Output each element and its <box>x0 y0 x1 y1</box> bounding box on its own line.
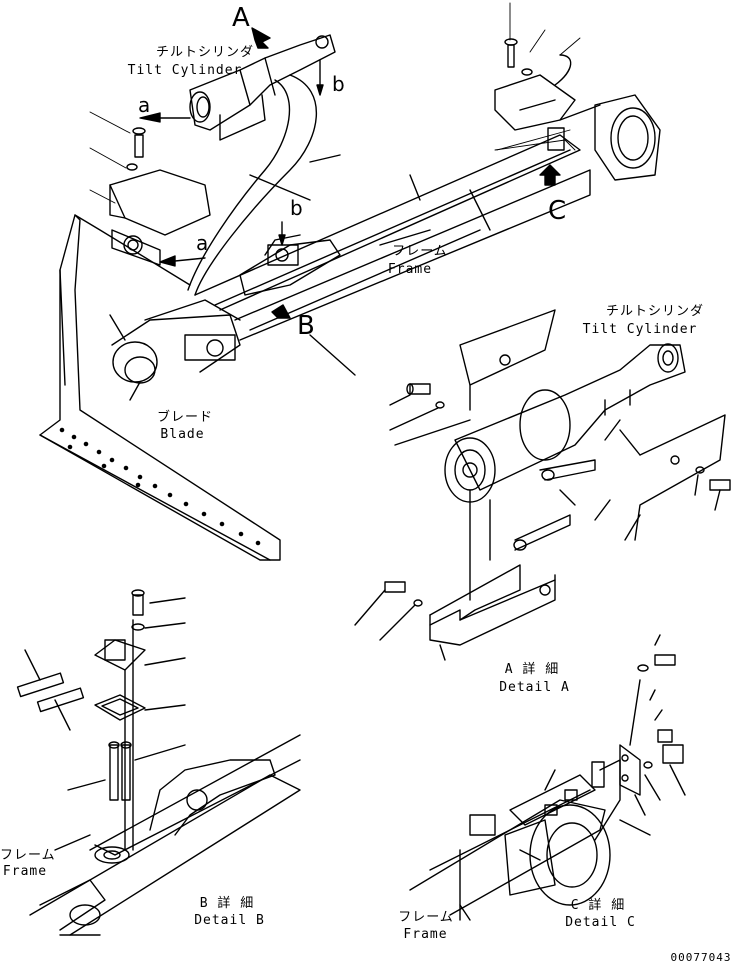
label-frame-main-jp: フレーム <box>392 244 448 259</box>
callout-arrows <box>139 27 561 319</box>
label-detail-c-jp: C 詳 細 <box>570 898 626 913</box>
label-detail-b-jp: B 詳 細 <box>199 896 255 911</box>
label-blade-en: Blade <box>160 427 205 442</box>
label-frame-detailB-en: Frame <box>2 864 48 879</box>
drawing-number: 00077043 <box>670 951 732 964</box>
label-tilt-cylinder-detailA-jp: チルトシリンダ <box>605 304 704 319</box>
label-frame-detailB-jp: フレーム <box>0 848 56 863</box>
blade <box>39 214 281 561</box>
label-detail-b-en: Detail B <box>194 913 265 928</box>
callout-b-upper: B <box>297 311 315 341</box>
main-assembly-view <box>39 2 661 561</box>
label-detail-a-jp: A 詳 細 <box>504 662 560 677</box>
callout-a-upper: A <box>232 3 250 33</box>
label-detail-c-en: Detail C <box>565 915 636 930</box>
detail-c-view <box>409 634 686 921</box>
label-frame-detailC-jp: フレーム <box>398 910 454 925</box>
label-blade-jp: ブレード <box>156 410 213 425</box>
detail-b-view <box>16 589 301 936</box>
label-tilt-cylinder-detailA-en: Tilt Cylinder <box>582 322 698 337</box>
label-detail-a-en: Detail A <box>499 680 570 695</box>
label-frame-detailC-en: Frame <box>403 927 448 942</box>
label-frame-main-en: Frame <box>387 262 433 277</box>
label-tilt-cylinder-top-jp: チルトシリンダ <box>155 45 254 60</box>
label-tilt-cylinder-top-en: Tilt Cylinder <box>127 63 243 78</box>
callout-b-lower-mid: b <box>290 196 303 220</box>
tilt-cylinder-top <box>187 34 336 296</box>
callout-b-lower-top: b <box>332 72 345 96</box>
callout-a-lower-mid: a <box>196 231 209 255</box>
leader-lines-main <box>109 154 491 401</box>
callout-c-upper: C <box>548 196 567 226</box>
blade-bracket-a <box>89 111 211 266</box>
callout-a-lower-left: a <box>138 93 151 117</box>
detail-a-view <box>354 309 731 661</box>
main-frame <box>194 2 661 341</box>
